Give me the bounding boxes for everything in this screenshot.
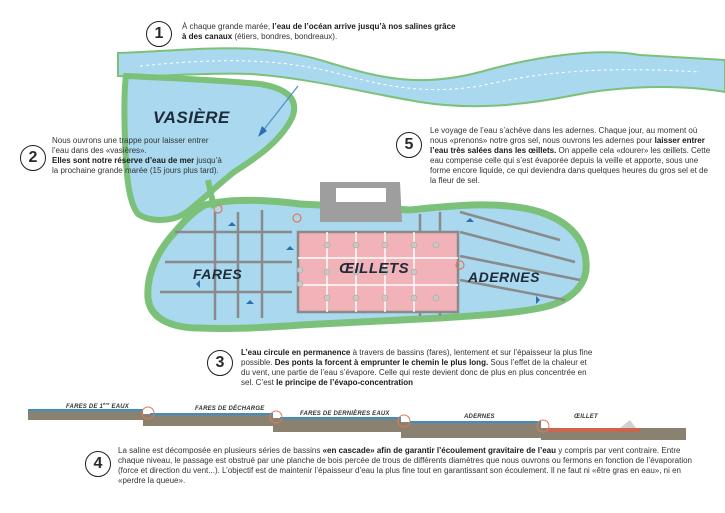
profile-label-fares-dernieres: FARES DE DERNIÈRES EAUX [300,411,390,417]
step-3-number: 3 [207,350,233,376]
step-2-pre: Nous ouvrons une trappe pour laisser ent… [52,136,209,155]
vasiere-inlet-arrow [261,85,299,133]
oeillets-label: ŒILLETS [339,260,410,277]
profile-label-fares-1-sup: ère [103,401,110,406]
step-3-mid-1: à travers de bassins (fares), lentement … [241,348,593,367]
cascade-profile [28,406,686,440]
vasiere-label: VASIÈRE [153,108,230,127]
step-1-post: (étiers, bondres, bondreaux). [232,32,338,41]
step-2-number: 2 [20,145,46,171]
step-5-pre: Le voyage de l’eau s’achève dans les ade… [430,126,698,145]
step-1-pre: À chaque grande marée, [182,22,273,31]
adernes-label: ADERNES [468,269,540,285]
fares-label: FARES [193,266,243,282]
oeillets-grid [296,230,460,314]
step-4-pre: La saline est décomposée en plusieurs sé… [118,446,323,455]
step-5-text: Le voyage de l’eau s’achève dans les ade… [430,126,712,186]
step-4-post: y compris par vent contraire. Entre chaq… [118,446,693,485]
step-4-text: La saline est décomposée en plusieurs sé… [118,446,696,486]
step-3-bold-2: Des ponts la forcent à emprunter le chem… [274,358,489,367]
step-4-number: 4 [85,451,111,477]
profile-label-oeillet: ŒILLET [574,414,598,420]
profile-label-adernes: ADERNES [464,414,495,420]
step-3-bold-3: le principe de l’évapo-concentration [276,378,414,387]
ocean-canal [117,47,725,108]
vasiere-trappe-channel [205,179,217,209]
step-5-bold: laisser entrer l’eau très salées dans le… [430,136,705,155]
profile-label-fares-1-main: FARES DE 1 [66,404,104,410]
step-2-text: Nous ouvrons une trappe pour laisser ent… [52,136,222,176]
step-2-bold: Elles sont notre réserve d’eau de mer [52,156,195,165]
step-1-text: À chaque grande marée, l’eau de l’océan … [182,22,462,42]
step-4-bold: «en cascade» afin de garantir l’écouleme… [322,446,556,455]
profile-label-fares-1: FARES DE 1ère EAUX [66,401,129,410]
step-1-bold: l’eau de l’océan arrive jusqu’à nos sali… [182,22,456,41]
step-3-text: L’eau circule en permanence à travers de… [241,348,593,388]
step-2-post: jusqu’à la prochaine grande marée (15 jo… [52,156,222,175]
vasiere-basin [121,72,298,223]
step-5-post: On appelle cela «dourer» les œillets. Ce… [430,146,711,185]
step-3-mid-2: Sous l’effet de la chaleur et du vent, u… [241,358,587,387]
step-3-bold-1: L’eau circule en permanence [241,348,351,357]
sluice-gates [213,204,465,270]
canal-flow-line [139,60,701,91]
profile-label-fares-1-end: EAUX [109,404,129,410]
building-window [336,188,386,202]
step-1-number: 1 [146,21,172,47]
profile-label-fares-decharge: FARES DE DÉCHARGE [195,406,265,412]
vasiere-inlet-arrowhead [258,126,267,137]
step-5-number: 5 [396,132,422,158]
